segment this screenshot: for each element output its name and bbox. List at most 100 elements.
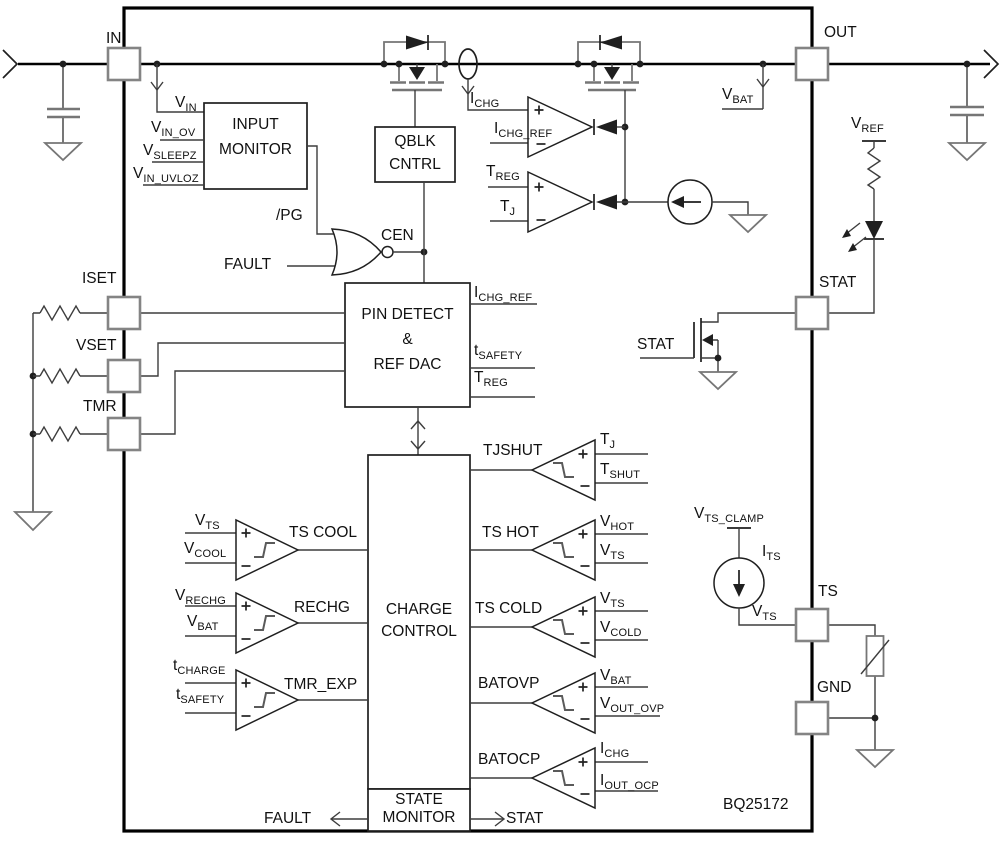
led-icon — [865, 221, 883, 239]
plus-icon — [578, 757, 588, 767]
vset-pin-label: VSET — [76, 337, 117, 354]
hysteresis-icon — [254, 542, 275, 558]
label-stat-gate: STAT — [637, 336, 675, 353]
diode-icon — [600, 35, 622, 50]
ts-cool-comparator — [185, 518, 368, 582]
pin-detect-block — [140, 282, 537, 455]
label-vts-cold: VTS — [600, 590, 625, 611]
label-tmr-exp: TMR_EXP — [284, 676, 358, 693]
label-vcold: VCOLD — [600, 619, 642, 640]
light-arrow-icon — [842, 229, 851, 238]
label-its: ITS — [762, 543, 781, 564]
diode-icon — [406, 35, 428, 50]
qblk-title-1: QBLK — [394, 133, 436, 150]
plus-icon — [578, 606, 588, 616]
resistor-icon — [866, 147, 882, 190]
resistor-icon — [39, 304, 81, 322]
arrow-right-icon — [494, 811, 506, 827]
qblk-cntrl-block — [374, 126, 456, 283]
package-pins — [106, 46, 830, 736]
batocp-comparator — [470, 746, 658, 810]
arrow-left-icon — [329, 811, 341, 827]
label-batocp: BATOCP — [478, 751, 541, 768]
label-iout-ocp: IOUT_OCP — [600, 772, 659, 793]
stat-pin — [794, 295, 830, 331]
ts-hot-comparator — [470, 518, 648, 582]
input-monitor-title-1: INPUT — [232, 116, 279, 133]
plus-icon — [578, 529, 588, 539]
resistor-icon — [39, 425, 81, 443]
label-vout-ovp: VOUT_OVP — [600, 695, 665, 716]
charge-control-title-1: CHARGE — [385, 601, 453, 618]
iset-pin-label: ISET — [82, 270, 117, 287]
ts-bias-source — [713, 527, 796, 626]
arrow-down-icon — [150, 81, 164, 92]
plus-icon — [241, 601, 251, 611]
label-vref: VREF — [851, 115, 884, 136]
in-pin — [106, 46, 142, 82]
label-vrechg: VRECHG — [175, 587, 227, 608]
plus-icon — [241, 678, 251, 688]
plus-icon — [578, 682, 588, 692]
vin-tap — [150, 60, 204, 113]
tjshut-comparator — [470, 438, 648, 502]
label-fault-gate: FAULT — [224, 256, 272, 273]
arrow-down-icon — [461, 85, 475, 96]
state-monitor-title-2: MONITOR — [382, 809, 456, 826]
label-vin-ov: VIN_OV — [151, 119, 196, 140]
label-vts-src: VTS — [752, 603, 777, 624]
iset-pin — [106, 295, 142, 331]
label-fault-out: FAULT — [264, 810, 312, 827]
stat-fet — [640, 312, 796, 391]
vset-pin — [106, 358, 142, 394]
label-vin: VIN — [175, 94, 197, 115]
label-vcool: VCOOL — [184, 540, 227, 561]
label-tsafety-out: tSAFETY — [474, 342, 523, 363]
tmr-exp-comparator — [185, 668, 368, 732]
blocking-fet-2 — [574, 35, 644, 206]
label-vbat-rechg: VBAT — [187, 613, 219, 634]
label-vts-clamp: VTS_CLAMP — [694, 505, 765, 526]
label-tj-cmp: TJ — [600, 431, 616, 452]
state-monitor-title-1: STATE — [395, 791, 443, 808]
pin-detect-title-2: & — [402, 331, 413, 348]
hysteresis-icon — [553, 619, 574, 635]
hysteresis-icon — [553, 695, 574, 711]
label-vbat-tap: VBAT — [722, 86, 754, 107]
ts-pin — [794, 607, 830, 643]
in-pin-label: IN — [106, 30, 122, 47]
treg-amplifier — [488, 170, 668, 234]
arrow-left-icon — [671, 196, 684, 208]
thermistor-icon — [865, 635, 885, 677]
label-treg-amp: TREG — [486, 163, 520, 184]
label-vbat-ovp: VBAT — [600, 667, 632, 688]
tmr-pin — [106, 416, 142, 452]
arrow-down-icon — [733, 584, 745, 597]
setting-resistors — [12, 304, 108, 532]
body-diode-icon — [409, 67, 425, 80]
label-tshut: TSHUT — [600, 461, 641, 482]
plus-icon — [534, 182, 544, 192]
body-diode-icon — [702, 334, 713, 346]
inverter-bubble-icon — [381, 245, 394, 259]
batovp-comparator — [470, 671, 660, 735]
label-vsleepz: VSLEEPZ — [143, 142, 197, 163]
blocking-fet-1 — [380, 35, 449, 127]
ground-icon — [854, 749, 896, 769]
charge-control-title-2: CONTROL — [381, 623, 457, 640]
body-diode-icon — [604, 67, 620, 80]
label-tj-amp: TJ — [500, 198, 516, 219]
label-ts-hot: TS HOT — [482, 524, 539, 541]
ground-icon — [42, 142, 84, 162]
label-ichg-ref-amp: ICHG_REF — [494, 120, 553, 141]
input-capacitor — [42, 60, 84, 162]
qblk-title-2: CNTRL — [389, 156, 441, 173]
current-sense — [458, 48, 528, 111]
ground-icon — [697, 371, 739, 391]
plus-icon — [578, 449, 588, 459]
label-tjshut: TJSHUT — [483, 442, 543, 459]
label-tsafety-tmr: tSAFETY — [176, 686, 225, 707]
pin-detect-title-3: REF DAC — [373, 356, 442, 373]
diode-icon — [596, 119, 617, 135]
stat-pin-label: STAT — [819, 274, 857, 291]
